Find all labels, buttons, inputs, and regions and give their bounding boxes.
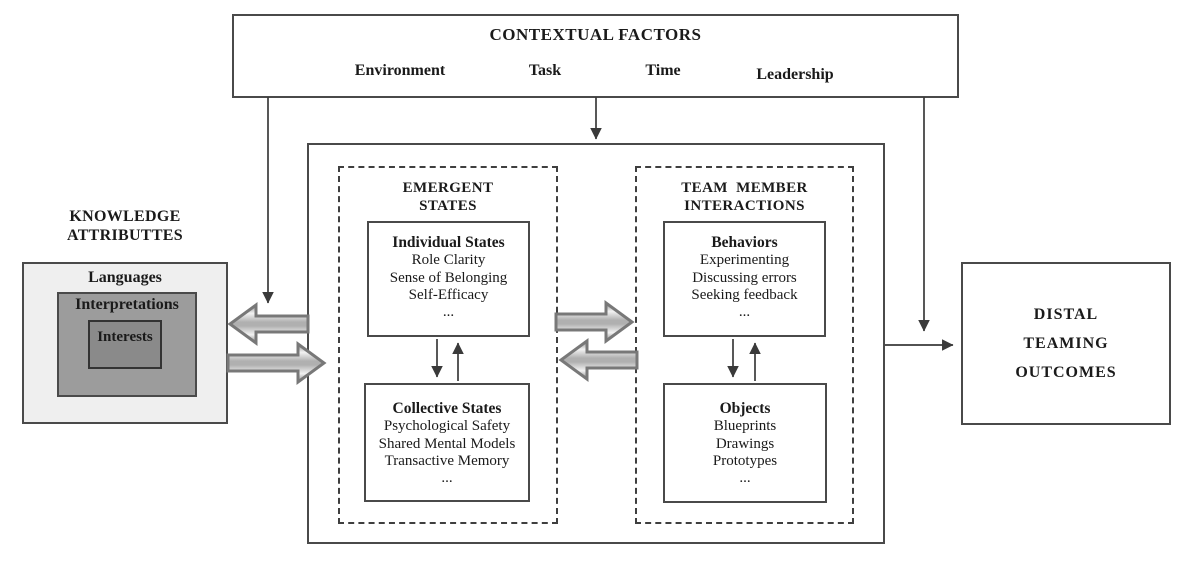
languages-label: Languages	[88, 269, 162, 286]
emergent-states-title-line2: STATES	[419, 198, 477, 214]
distal-outcomes-line2: TEAMING	[1023, 335, 1109, 352]
collective-states-item: Psychological Safety	[383, 418, 511, 434]
behaviors-box: Behaviors Experimenting Discussing error…	[663, 221, 826, 337]
behaviors-item: Discussing errors	[692, 269, 797, 286]
knowledge-attributes-title-line2: ATTRIBUTTES	[67, 227, 183, 244]
emergent-states-title: EMERGENT STATES	[340, 168, 556, 215]
interpretations-label: Interpretations	[75, 296, 179, 313]
team-member-interactions-panel: TEAM MEMBER INTERACTIONS	[635, 166, 854, 524]
collective-states-item: Shared Mental Models	[378, 435, 516, 452]
individual-states-title: Individual States	[392, 234, 505, 251]
objects-item: Blueprints	[713, 418, 777, 434]
interests-label: Interests	[97, 329, 153, 345]
factor-time: Time	[645, 62, 681, 79]
individual-states-item: Self-Efficacy	[408, 287, 489, 303]
collective-states-box: Collective States Psychological Safety S…	[364, 383, 530, 502]
distal-outcomes-line1: DISTAL	[1033, 306, 1099, 323]
distal-teaming-outcomes-box: DISTAL TEAMING OUTCOMES	[961, 262, 1171, 425]
interests-box: Interests	[88, 320, 162, 369]
collective-states-title: Collective States	[392, 400, 502, 417]
interpretations-box: Interpretations	[57, 292, 197, 397]
distal-outcomes-line3: OUTCOMES	[1015, 364, 1117, 381]
behaviors-ellipsis: ...	[738, 303, 751, 320]
team-member-interactions-title-line1: TEAM MEMBER	[681, 180, 808, 196]
contextual-factors-title: CONTEXTUAL FACTORS	[489, 25, 702, 44]
emergent-states-title-line1: EMERGENT	[402, 180, 494, 196]
objects-box: Objects Blueprints Drawings Prototypes .…	[663, 383, 827, 503]
behaviors-item: Experimenting	[699, 252, 790, 268]
contextual-factors-box: CONTEXTUAL FACTORS Environment Task Time…	[232, 14, 959, 98]
collective-states-item: Transactive Memory	[384, 453, 510, 469]
objects-ellipsis: ...	[739, 469, 751, 486]
objects-title: Objects	[719, 400, 771, 417]
knowledge-attributes-title-line1: KNOWLEDGE	[69, 208, 181, 225]
objects-item: Prototypes	[712, 453, 778, 469]
behaviors-item: Seeking feedback	[691, 287, 798, 303]
objects-item: Drawings	[715, 435, 775, 452]
factor-leadership: Leadership	[756, 66, 834, 83]
individual-states-ellipsis: ...	[442, 303, 455, 320]
factor-environment: Environment	[354, 62, 446, 79]
collective-states-ellipsis: ...	[441, 469, 453, 486]
individual-states-box: Individual States Role Clarity Sense of …	[367, 221, 530, 337]
team-member-interactions-title: TEAM MEMBER INTERACTIONS	[637, 168, 852, 215]
individual-states-item: Role Clarity	[411, 252, 486, 268]
states-to-knowledge-thick-arrow	[227, 302, 310, 346]
individual-states-item: Sense of Belonging	[389, 269, 508, 286]
team-member-interactions-title-line2: INTERACTIONS	[684, 198, 805, 214]
knowledge-attributes-title: KNOWLEDGE ATTRIBUTTES	[22, 207, 228, 245]
factor-task: Task	[528, 62, 562, 79]
emergent-states-panel: EMERGENT STATES	[338, 166, 558, 524]
behaviors-title: Behaviors	[711, 234, 778, 251]
